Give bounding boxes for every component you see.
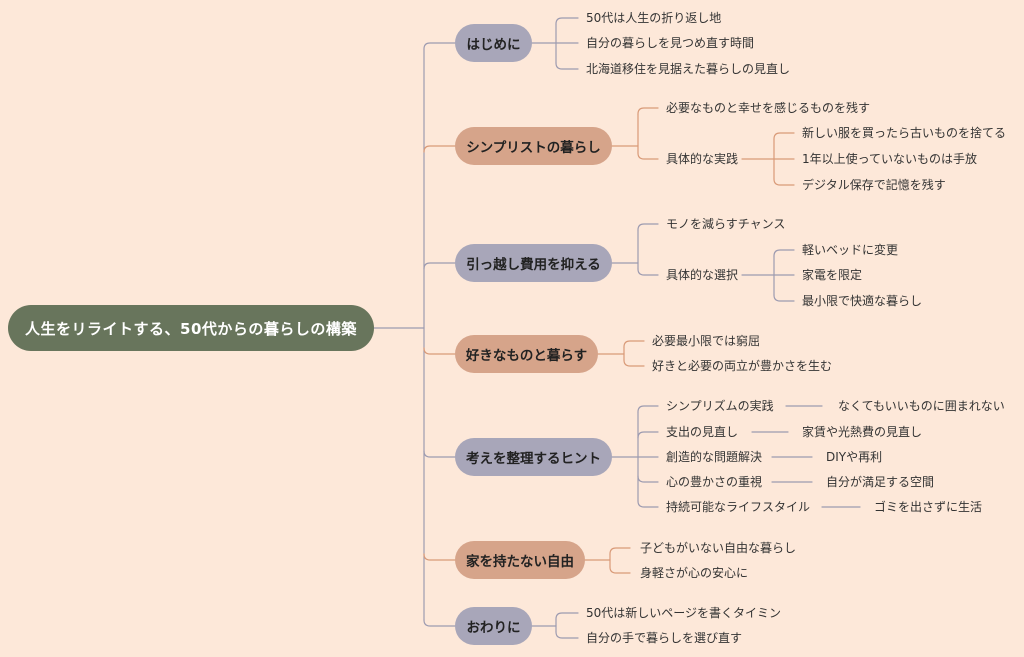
b3-link-0 <box>623 340 645 348</box>
leaf-hint-1: シンプリズムの実践 <box>666 399 774 413</box>
b4-link-1 <box>637 431 659 439</box>
leaf-hajimeni-1: 50代は人生の折り返し地 <box>586 11 722 25</box>
b2-sub-link-2 <box>773 294 795 302</box>
b1-link-1 <box>637 152 659 160</box>
leaf-moving-sub-2: 家電を限定 <box>802 268 863 282</box>
leaf-simplist-practice: 具体的な実践 <box>666 152 739 166</box>
leaf-moving-choice: 具体的な選択 <box>666 268 739 282</box>
branch-owarini[interactable]: おわりに <box>455 607 532 645</box>
trunk-branch-0 <box>423 42 456 50</box>
leaf-hint-detail-4: 自分が満足する空間 <box>826 475 935 489</box>
trunk-branch-5 <box>423 553 456 561</box>
leaf-hint-detail-1: なくてもいいものに囲まれない <box>838 399 1005 413</box>
b0-link-0 <box>555 17 579 25</box>
b3-link-1 <box>623 359 645 367</box>
leaf-hajimeni-2: 自分の暮らしを見つめ直す時間 <box>586 36 755 50</box>
trunk-branch-3 <box>423 347 456 355</box>
leaf-simplist-sub-1: 新しい服を買ったら古いものを捨てる <box>802 126 1007 140</box>
leaf-moving-sub-3: 最小限で快適な暮らし <box>802 294 923 308</box>
leaf-hint-detail-2: 家賃や光熱費の見直し <box>802 425 923 439</box>
b2-sub-link-0 <box>773 249 795 257</box>
leaf-hint-5: 持続可能なライフスタイル <box>666 500 811 514</box>
leaf-hint-2: 支出の見直し <box>666 425 739 439</box>
leaf-simplist-1: 必要なものと幸せを感じるものを残す <box>666 101 871 115</box>
b1-sub-link-0 <box>773 132 795 140</box>
leaf-simplist-sub-2: 1年以上使っていないものは手放 <box>802 152 978 166</box>
b4-link-0 <box>637 405 659 413</box>
leaf-hajimeni-3: 北海道移住を見据えた暮らしの見直し <box>586 62 791 76</box>
b2-link-1 <box>637 268 659 276</box>
root-node[interactable]: 人生をリライトする、50代からの暮らしの構築 <box>8 305 374 351</box>
leaf-freedom-1: 子どもがいない自由な暮らし <box>640 541 797 555</box>
leaf-freedom-2: 身軽さが心の安心に <box>640 566 749 580</box>
leaf-hint-3: 創造的な問題解決 <box>666 450 763 464</box>
leaf-owarini-1: 50代は新しいページを書くタイミン <box>586 606 782 620</box>
trunk-branch-1 <box>423 145 456 153</box>
b6-link-1 <box>555 631 579 639</box>
leaf-moving-sub-1: 軽いベッドに変更 <box>802 243 899 257</box>
b5-link-0 <box>609 547 631 555</box>
leaf-hint-detail-3: DIYや再利 <box>826 450 883 464</box>
leaf-hint-4: 心の豊かさの重視 <box>666 475 763 489</box>
b0-link-2 <box>555 62 579 70</box>
branch-no-house-freedom[interactable]: 家を持たない自由 <box>455 541 585 579</box>
trunk-branch-4 <box>423 450 456 458</box>
leaf-simplist-sub-3: デジタル保存で記憶を残す <box>802 178 946 192</box>
leaf-hint-detail-5: ゴミを出さずに生活 <box>874 500 983 514</box>
branch-moving-cost[interactable]: 引っ越し費用を抑える <box>455 244 612 282</box>
trunk-branch-2 <box>423 262 456 270</box>
b1-link-0 <box>637 107 659 115</box>
trunk-branch-6 <box>423 619 456 627</box>
branch-thinking-hints[interactable]: 考えを整理するヒント <box>455 438 612 476</box>
leaf-favorite-2: 好きと必要の両立が豊かさを生む <box>652 359 833 373</box>
branch-favorite-things[interactable]: 好きなものと暮らす <box>455 335 598 373</box>
b2-link-0 <box>637 223 659 231</box>
b4-link-3 <box>637 475 659 483</box>
b4-link-4 <box>637 500 659 508</box>
leaf-moving-1: モノを減らすチャンス <box>666 217 786 231</box>
leaf-owarini-2: 自分の手で暮らしを選び直す <box>586 631 743 645</box>
b5-link-1 <box>609 566 631 574</box>
branch-hajimeni[interactable]: はじめに <box>455 24 532 62</box>
branch-simplist[interactable]: シンプリストの暮らし <box>455 127 612 165</box>
leaf-favorite-1: 必要最小限では窮屈 <box>652 334 761 348</box>
b6-link-0 <box>555 612 579 620</box>
b1-sub-link-2 <box>773 178 795 186</box>
